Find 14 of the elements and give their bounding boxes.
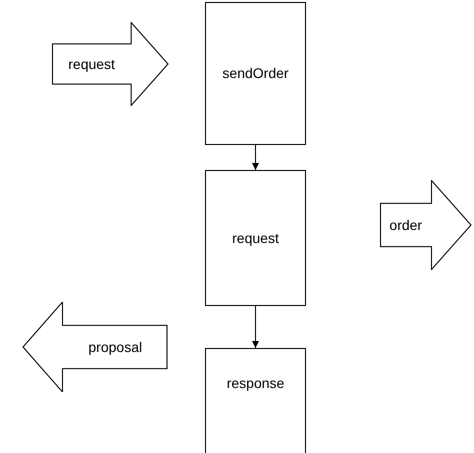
- arrow: [252, 306, 259, 348]
- node-label: request: [232, 228, 279, 248]
- node-label: order: [389, 216, 422, 234]
- process-box: [205, 2, 306, 145]
- node-label: proposal: [88, 338, 142, 357]
- block-arrow: [22, 302, 168, 392]
- process-box: [205, 348, 306, 453]
- node-label: sendOrder: [222, 64, 289, 83]
- node-label: request: [68, 54, 115, 74]
- block-arrow: [52, 22, 169, 106]
- arrow: [252, 144, 259, 170]
- process-box: [205, 170, 306, 306]
- node-label: response: [226, 374, 284, 393]
- block-arrow: [380, 180, 472, 270]
